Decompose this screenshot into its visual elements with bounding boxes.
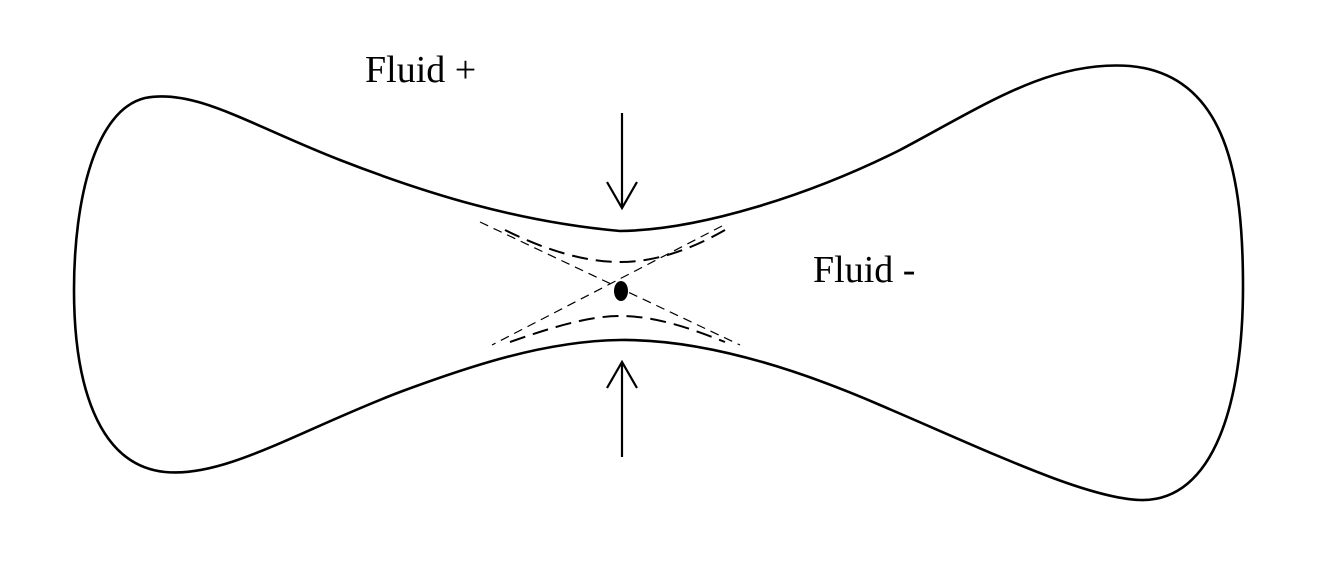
upper-dashed-profile [504,229,726,264]
outer-fluid-label: Fluid + [365,49,476,91]
interface-contour [72,64,1245,502]
arrow-icon [606,113,638,211]
asymptote-line-ascending [491,225,723,346]
arrow-icon [606,359,638,457]
pinch-point [614,281,628,301]
lower-dashed-profile [509,314,726,343]
inner-fluid-label: Fluid - [813,249,915,291]
